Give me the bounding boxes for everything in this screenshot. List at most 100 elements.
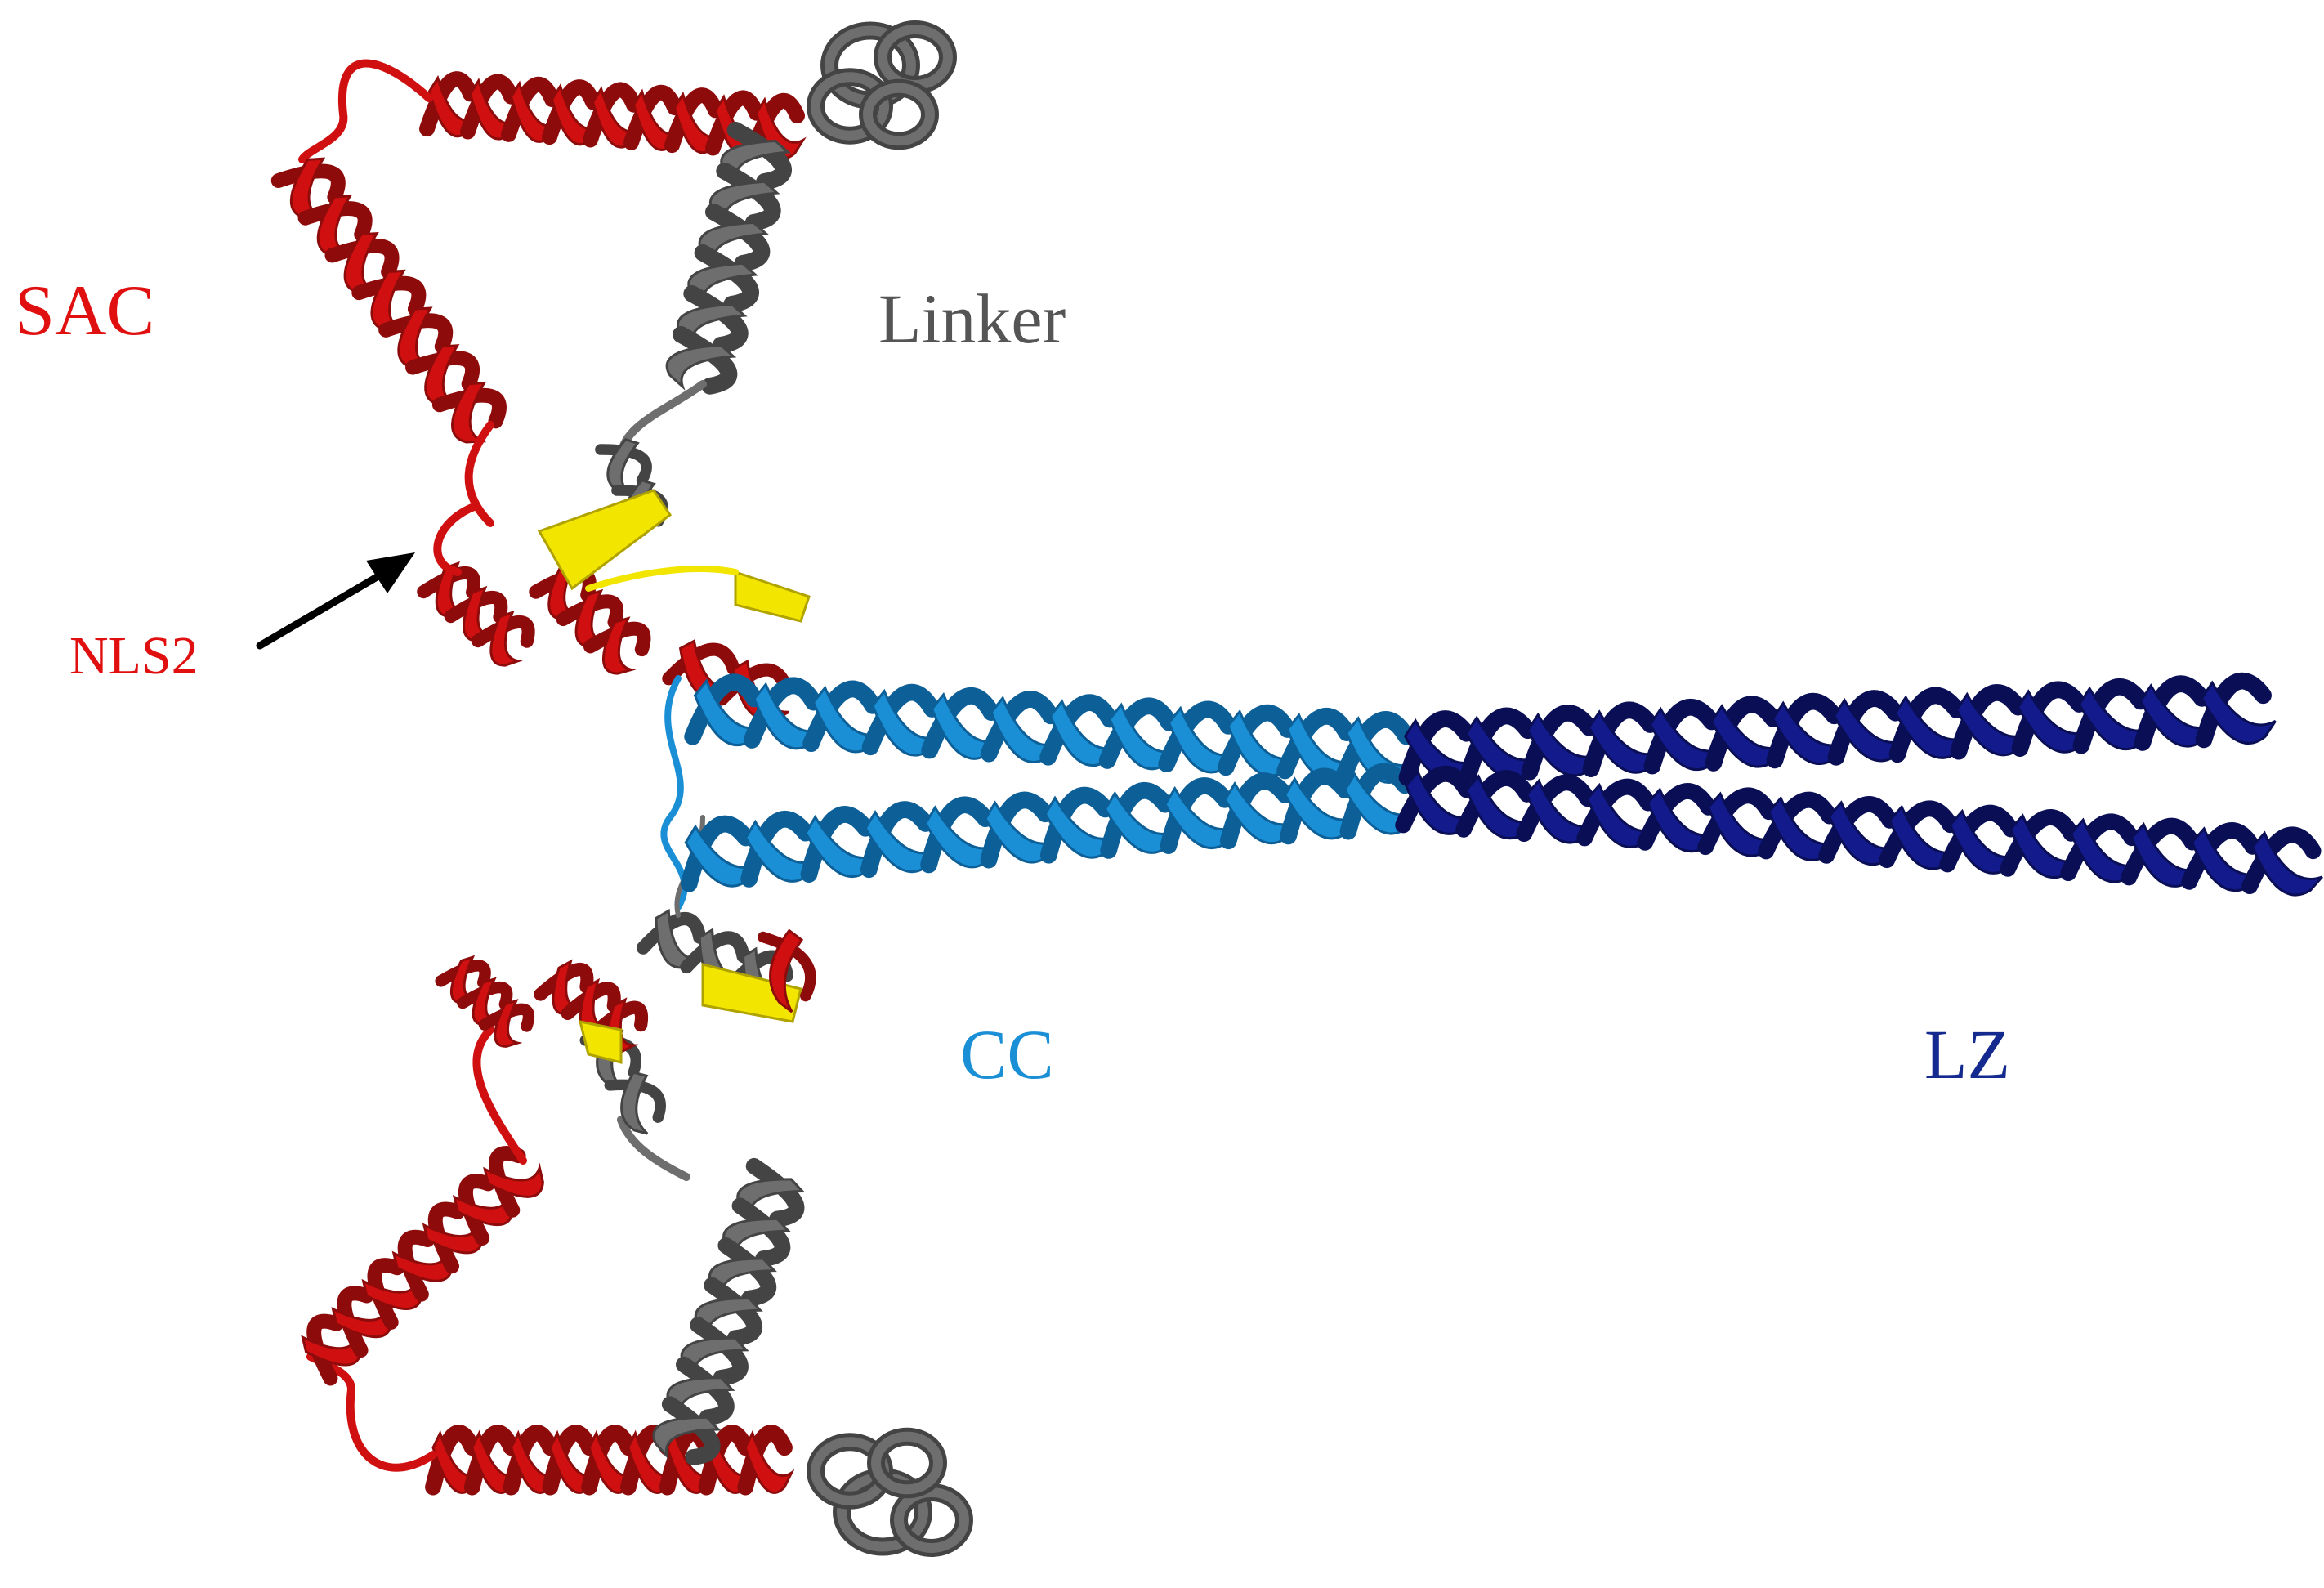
sac-coil — [472, 1026, 527, 1165]
helix-back — [2121, 817, 2201, 886]
helix-back — [556, 594, 624, 629]
helix-back — [1280, 767, 1354, 845]
helix-back — [1100, 781, 1174, 859]
cc-helix-lower — [680, 763, 1422, 892]
sac-helix-left-bottom — [301, 1145, 544, 1386]
helix-back — [2241, 826, 2322, 895]
helix-back — [676, 1356, 735, 1426]
helix-back — [367, 1258, 405, 1330]
nls2-label: NLS2 — [69, 626, 199, 686]
helix-back — [2072, 678, 2149, 754]
helix-back — [1217, 704, 1296, 776]
helix-back — [717, 1237, 777, 1307]
helix-back — [758, 931, 816, 1002]
helix-back — [561, 982, 621, 1020]
helix-back — [1697, 787, 1777, 856]
helix-back — [1339, 763, 1414, 840]
helix-back — [1398, 710, 1475, 786]
helix-back — [427, 1201, 466, 1274]
helix-back — [2011, 681, 2088, 757]
helix-back — [489, 1145, 526, 1218]
sac-helix-core — [417, 561, 535, 667]
helix-back — [705, 90, 765, 156]
helix-back — [661, 1396, 721, 1465]
helix-back — [405, 351, 480, 391]
helix-back — [1758, 791, 1838, 860]
helix-back — [694, 244, 759, 313]
lz-helix-lower — [1395, 765, 2323, 897]
helix-back — [980, 791, 1054, 869]
sac-helix-core — [758, 928, 816, 1013]
helix-back — [1582, 701, 1659, 777]
helix-back — [444, 591, 508, 624]
helix-back — [662, 642, 740, 686]
helix-back — [1879, 800, 1959, 869]
helix-back — [588, 1000, 649, 1040]
helix-back — [921, 687, 1000, 759]
helix-back — [1039, 786, 1114, 864]
helix-back — [745, 1157, 805, 1228]
helix-back — [1158, 700, 1237, 773]
helix-back — [2060, 813, 2140, 882]
helix-turn — [2250, 830, 2323, 897]
nls2-arrow-head — [366, 552, 415, 593]
helix-back — [417, 566, 480, 599]
helix-back — [457, 981, 513, 1011]
helix-turn — [494, 999, 523, 1048]
linker-helix — [665, 121, 792, 395]
helix-back — [478, 1003, 535, 1032]
nls2-strand — [701, 963, 802, 1023]
helix-back — [542, 1425, 598, 1496]
helix-back — [980, 691, 1059, 763]
helix-back — [1219, 772, 1294, 850]
helix-back — [337, 1286, 374, 1358]
sac-coil — [433, 503, 478, 576]
sac-helix-core — [435, 955, 535, 1048]
cc-label: CC — [960, 1015, 1054, 1094]
helix-back — [1455, 770, 1535, 838]
helix-back — [425, 1425, 480, 1496]
helix-back — [2195, 672, 2272, 749]
helix-back — [378, 313, 454, 354]
helix-turn — [744, 1429, 795, 1494]
helix-back — [270, 163, 346, 205]
helix-back — [672, 325, 738, 395]
helix-back — [1950, 684, 2027, 760]
lz-label: LZ — [1924, 1015, 2011, 1094]
helix-back — [2134, 675, 2210, 751]
sac-coil — [298, 59, 433, 163]
helix-back — [1160, 777, 1234, 854]
helix-turn — [483, 1162, 544, 1198]
nls2-strand — [734, 570, 811, 623]
helix-back — [802, 680, 882, 753]
helix-back — [623, 84, 683, 150]
helix-back — [1939, 804, 2019, 873]
helix-back — [397, 1229, 436, 1302]
helix-back — [800, 806, 874, 883]
helix-back — [604, 1079, 666, 1123]
helix-back — [684, 673, 763, 745]
linker-helix-bottom — [652, 1157, 806, 1465]
helix-back — [704, 203, 771, 272]
helix-back — [503, 1425, 559, 1496]
helix-back — [297, 201, 373, 242]
helix-back — [1827, 690, 1904, 766]
helix-back — [1395, 765, 1475, 834]
helix-turn — [652, 1416, 722, 1461]
linker-label: Linker — [878, 280, 1066, 358]
helix-turn — [451, 381, 487, 444]
helix-back — [1516, 774, 1596, 843]
sac-helix-bottom — [425, 1425, 795, 1496]
helix-back — [2000, 809, 2080, 877]
helix-turn — [620, 1071, 649, 1135]
helix-back — [1888, 687, 1965, 763]
helix-turn — [2200, 680, 2277, 745]
helix-turn — [601, 616, 637, 675]
helix-back — [680, 815, 754, 892]
helix-back — [1705, 696, 1781, 772]
helix-back — [920, 796, 994, 874]
helix-back — [542, 79, 601, 145]
linker-ring — [863, 83, 935, 146]
helix-back — [419, 71, 479, 137]
